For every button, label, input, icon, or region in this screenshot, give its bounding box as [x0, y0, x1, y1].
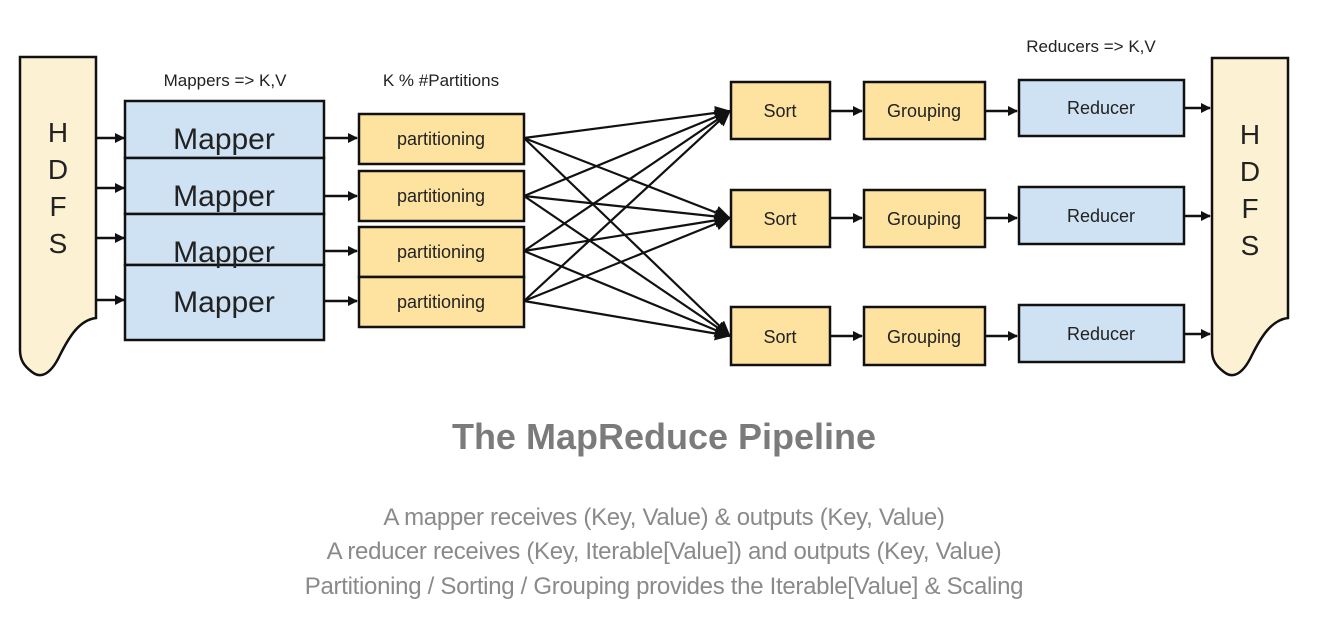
mapper-box: [123, 212, 326, 267]
sort-label: Sort: [763, 209, 796, 229]
hdfs-output-letter-h: H: [1240, 119, 1260, 150]
mappers-header: Mappers => K,V: [164, 71, 288, 90]
hdfs-output-letter-s: S: [1241, 230, 1260, 261]
grouping-box: [862, 80, 987, 141]
mapper-label: Mapper: [173, 180, 275, 213]
hdfs-input-shape: [18, 55, 98, 377]
partition-box: [357, 275, 526, 329]
mapper-label: Mapper: [173, 236, 275, 269]
sort-box: [729, 80, 832, 141]
partition-box: [357, 112, 526, 166]
shuffle-arrow: [523, 136, 731, 220]
hdfs-output-letter-d: D: [1240, 156, 1260, 187]
shuffle-arrow: [523, 110, 731, 302]
sort-label: Sort: [763, 327, 796, 347]
shuffle-arrow: [523, 249, 731, 338]
mapper-to-partition-arrows: [325, 133, 358, 306]
partitions-header: K % #Partitions: [383, 71, 499, 90]
hdfs-output-shape: [1210, 56, 1290, 377]
shuffle-arrow: [523, 195, 731, 337]
grouping-label: Grouping: [887, 327, 961, 347]
grouping-label: Grouping: [887, 101, 961, 121]
hdfs-output: H D F S: [1210, 56, 1290, 377]
mapper-box: [123, 99, 326, 160]
hdfs-to-mapper-arrows: [97, 133, 125, 305]
lane-arrows: [831, 103, 1211, 341]
reducer-box: [1017, 303, 1186, 364]
reducer-label: Reducer: [1067, 206, 1135, 226]
hdfs-input-letter-d: D: [48, 154, 68, 185]
hdfs-input: H D F S: [18, 55, 98, 377]
reduce-lane-2: Sort Grouping Reducer: [729, 185, 1186, 249]
grouping-label: Grouping: [887, 209, 961, 229]
reducer-box: [1017, 185, 1186, 246]
mapper-label: Mapper: [173, 286, 275, 319]
reducer-label: Reducer: [1067, 324, 1135, 344]
hdfs-output-letter-f: F: [1241, 193, 1258, 224]
shuffle-connections: [523, 106, 731, 341]
shuffle-arrow: [523, 109, 731, 198]
page-title: The MapReduce Pipeline: [451, 416, 877, 457]
description-line: Partitioning / Sorting / Grouping provid…: [304, 573, 1024, 600]
partition-label: partitioning: [397, 292, 485, 312]
grouping-box: [862, 188, 987, 249]
mapper-label: Mapper: [173, 123, 275, 156]
shuffle-arrow: [523, 216, 731, 303]
shuffle-arrow: [523, 137, 731, 337]
partition-box: [357, 169, 526, 223]
description-line: A mapper receives (Key, Value) & outputs…: [383, 504, 945, 531]
sort-box: [729, 305, 832, 367]
reducer-box: [1017, 78, 1186, 138]
reduce-lane-3: Sort Grouping Reducer: [729, 303, 1186, 367]
shuffle-arrow: [523, 106, 731, 140]
mapreduce-diagram: Mappers => K,V K % #Partitions Reducers …: [18, 37, 1290, 377]
shuffle-arrow: [523, 110, 731, 252]
shuffle-arrow: [523, 213, 731, 253]
mapper-box: [123, 263, 326, 342]
shuffle-arrow: [523, 299, 731, 341]
partition-label: partitioning: [397, 129, 485, 149]
hdfs-input-letter-h: H: [48, 117, 68, 148]
hdfs-input-letter-f: F: [49, 191, 66, 222]
partition-label: partitioning: [397, 186, 485, 206]
grouping-box: [862, 305, 987, 367]
reduce-lane-1: Sort Grouping Reducer: [729, 78, 1186, 141]
reducers-header: Reducers => K,V: [1026, 37, 1156, 56]
hdfs-input-letter-s: S: [49, 228, 68, 259]
sort-box: [729, 188, 832, 249]
description-line: A reducer receives (Key, Iterable[Value]…: [326, 538, 1002, 565]
mapper-stack: Mapper Mapper Mapper Mapper: [123, 99, 326, 342]
partition-stack: partitioning partitioning partitioning p…: [357, 112, 526, 329]
sort-label: Sort: [763, 101, 796, 121]
partition-label: partitioning: [397, 242, 485, 262]
reducer-label: Reducer: [1067, 98, 1135, 118]
